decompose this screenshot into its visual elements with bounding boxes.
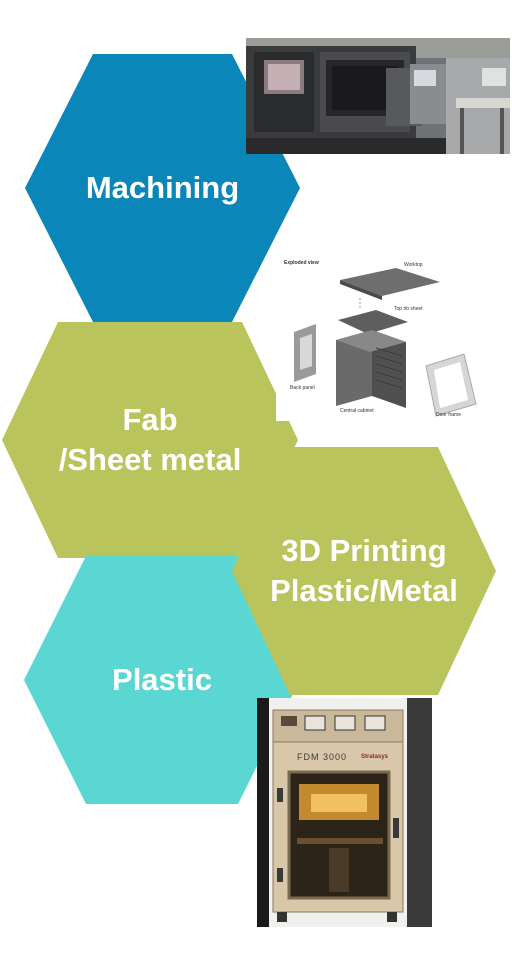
hexagon-plastic: Plastic bbox=[24, 556, 300, 804]
diagram-label: Door frame bbox=[436, 412, 462, 418]
hexagon-label: 3D Printing Plastic/Metal bbox=[270, 533, 458, 608]
hexagon-machining: Machining bbox=[25, 54, 300, 322]
diagram-label: Worktop bbox=[404, 262, 423, 268]
exploded-view-photo: Exploded view Worktop Top rib sheet Back… bbox=[276, 248, 502, 421]
hexagon-label: Plastic bbox=[112, 662, 212, 697]
hexagon-label: Machining bbox=[85, 170, 240, 205]
hexagon-shape bbox=[24, 556, 300, 804]
hexagon-shape bbox=[232, 447, 496, 695]
diagram-label: Exploded view bbox=[284, 260, 319, 266]
diagram-label: Central cabinet bbox=[340, 408, 374, 414]
fdm-printer-photo: FDM 3000 Stratasys bbox=[257, 698, 432, 927]
diagram-label: Top rib sheet bbox=[394, 306, 423, 312]
cnc-lathe-icon bbox=[246, 38, 510, 154]
exploded-view-diagram-icon bbox=[276, 248, 502, 421]
cnc-lathe-photo bbox=[246, 38, 510, 154]
3d-printer-icon bbox=[257, 698, 432, 927]
diagram-label: Back panel bbox=[290, 385, 315, 391]
hexagon-shape bbox=[2, 322, 298, 558]
printer-brand-label: Stratasys bbox=[361, 754, 389, 760]
hexagon-3d-printing: 3D Printing Plastic/Metal bbox=[232, 447, 496, 695]
hexagon-shape bbox=[25, 54, 300, 322]
hexagon-label: Fab /Sheet metal bbox=[58, 402, 242, 477]
hexagon-fab-sheet-metal: Fab /Sheet metal bbox=[2, 322, 298, 558]
printer-model-label: FDM 3000 bbox=[297, 752, 348, 762]
